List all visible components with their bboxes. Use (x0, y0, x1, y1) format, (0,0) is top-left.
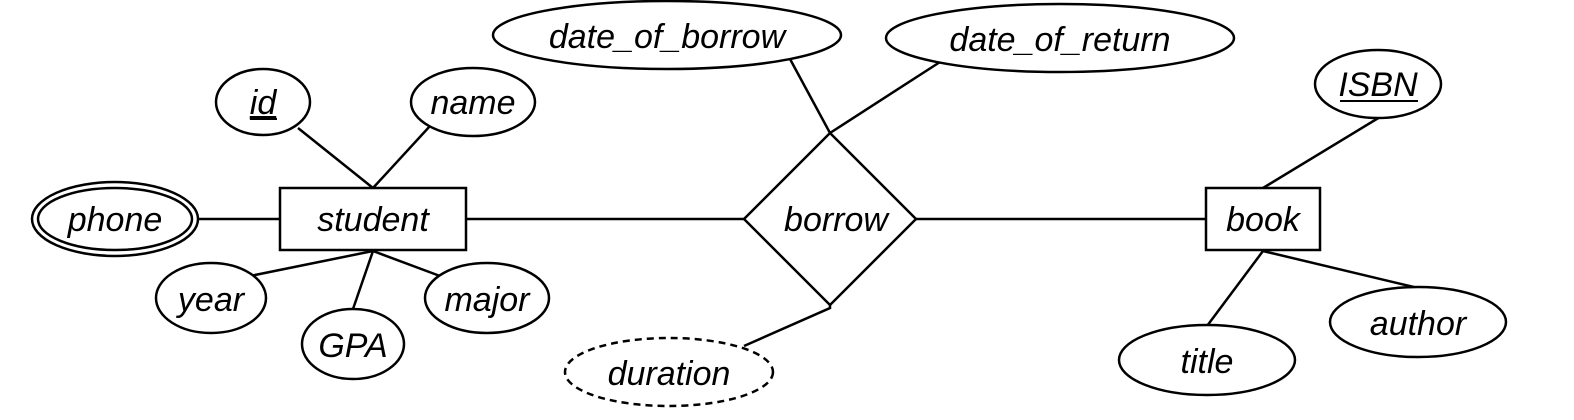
attribute-year: year (154, 261, 268, 335)
edge-book-author (1262, 249, 1419, 290)
edge-borrow-date-of-return (829, 60, 941, 135)
attribute-label-gpa: GPA (318, 327, 387, 365)
attribute-duration: duration (563, 336, 775, 408)
attribute-label-name: name (430, 84, 515, 122)
edge-book-title (1205, 250, 1265, 327)
edge-student-name (372, 125, 431, 189)
edge-book-isbn (1262, 115, 1381, 190)
edge-borrow-duration (743, 305, 832, 348)
edge-student-major (372, 249, 441, 278)
attribute-ellipse (1328, 285, 1508, 359)
attribute-name: name (409, 66, 537, 138)
relationship-label-borrow: borrow (784, 201, 890, 239)
multivalued-inner-ellipse (36, 186, 194, 252)
edge-student-id (297, 127, 374, 189)
edge-student-gpa (351, 250, 375, 310)
attribute-label-isbn: ISBN (1338, 66, 1418, 104)
attribute-author: author (1328, 285, 1508, 359)
edge-student-year (249, 249, 374, 278)
attribute-label-year: year (176, 281, 246, 319)
attribute-label-phone: phone (67, 201, 163, 239)
attribute-label-title: title (1181, 343, 1234, 381)
relationship-diamond (742, 131, 918, 307)
attribute-title: title (1117, 323, 1297, 397)
attribute-ellipse (409, 66, 537, 138)
attribute-date-of-borrow: date_of_borrow (491, 0, 843, 71)
attribute-date-of-return: date_of_return (884, 2, 1236, 74)
entity-box (278, 186, 468, 252)
attribute-id: id (214, 67, 312, 137)
attribute-ellipse (884, 2, 1236, 74)
attribute-label-duration: duration (608, 355, 731, 393)
entity-label-student: student (317, 201, 430, 239)
attribute-ellipse (300, 307, 406, 381)
attribute-ellipse (154, 261, 268, 335)
attribute-phone: phone (30, 180, 200, 258)
attribute-ellipse (214, 67, 312, 137)
entity-student: student (278, 186, 468, 252)
attribute-label-major: major (444, 281, 531, 319)
attribute-label-date-of-borrow: date_of_borrow (549, 18, 788, 56)
attribute-isbn: ISBN (1313, 48, 1443, 120)
attribute-ellipse (491, 0, 843, 71)
derived-attribute-ellipse (563, 336, 775, 408)
edge-borrow-date-of-borrow (788, 58, 832, 134)
attribute-ellipse (423, 261, 551, 335)
entity-label-book: book (1226, 201, 1302, 239)
entity-box (1204, 186, 1322, 252)
entity-book: book (1204, 186, 1322, 252)
attribute-ellipse (1117, 323, 1297, 397)
attribute-label-id: id (250, 84, 278, 122)
attribute-label-date-of-return: date_of_return (949, 21, 1170, 59)
relationship-borrow: borrow (742, 131, 918, 307)
attribute-label-author: author (1370, 305, 1468, 343)
attribute-major: major (423, 261, 551, 335)
attribute-gpa: GPA (300, 307, 406, 381)
